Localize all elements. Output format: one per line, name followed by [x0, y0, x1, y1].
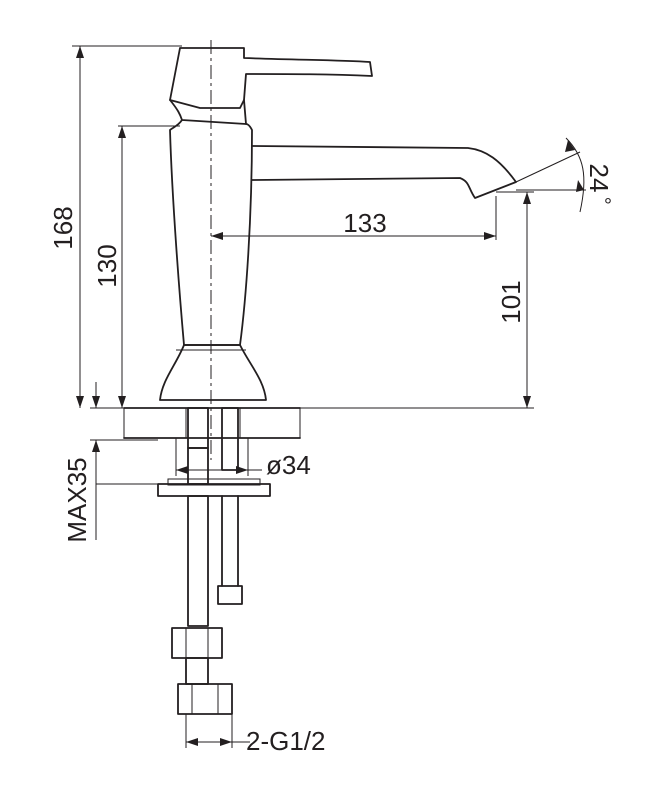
dim-mount-hole: ø34: [175, 438, 311, 480]
lever-handle: [169, 47, 373, 109]
label-degree: °: [604, 195, 612, 217]
dim-total-height: 168: [48, 45, 182, 408]
threaded-stud: [221, 407, 239, 471]
dim-spout-angle: 24 °: [515, 137, 614, 217]
dim-spout-height: 101: [266, 191, 534, 409]
mounting-assembly: [157, 407, 271, 715]
label-133: 133: [343, 208, 386, 238]
faucet-body: [159, 47, 517, 401]
label-o34: ø34: [266, 450, 311, 480]
inlet-tube: [187, 407, 209, 449]
label-2-g1-2: 2-G1/2: [246, 726, 326, 756]
dim-body-height: 130: [92, 125, 180, 408]
hose-nut-lower: [177, 683, 233, 715]
dim-spout-reach: 133: [211, 196, 497, 240]
label-168: 168: [48, 206, 78, 249]
stud-nut: [217, 585, 243, 605]
braided-hose: [187, 495, 209, 627]
label-max35: MAX35: [62, 457, 92, 542]
deck-section: [123, 407, 301, 439]
label-130: 130: [92, 244, 122, 287]
dim-connection-thread: 2-G1/2: [185, 714, 326, 756]
label-101: 101: [496, 280, 526, 323]
dim-max-deck-thickness: MAX35: [62, 382, 158, 543]
body-base: [159, 344, 267, 401]
fixing-plate: [157, 483, 271, 497]
spout: [251, 145, 517, 199]
label-24: 24: [584, 164, 614, 193]
hose-nut-upper: [171, 627, 223, 659]
